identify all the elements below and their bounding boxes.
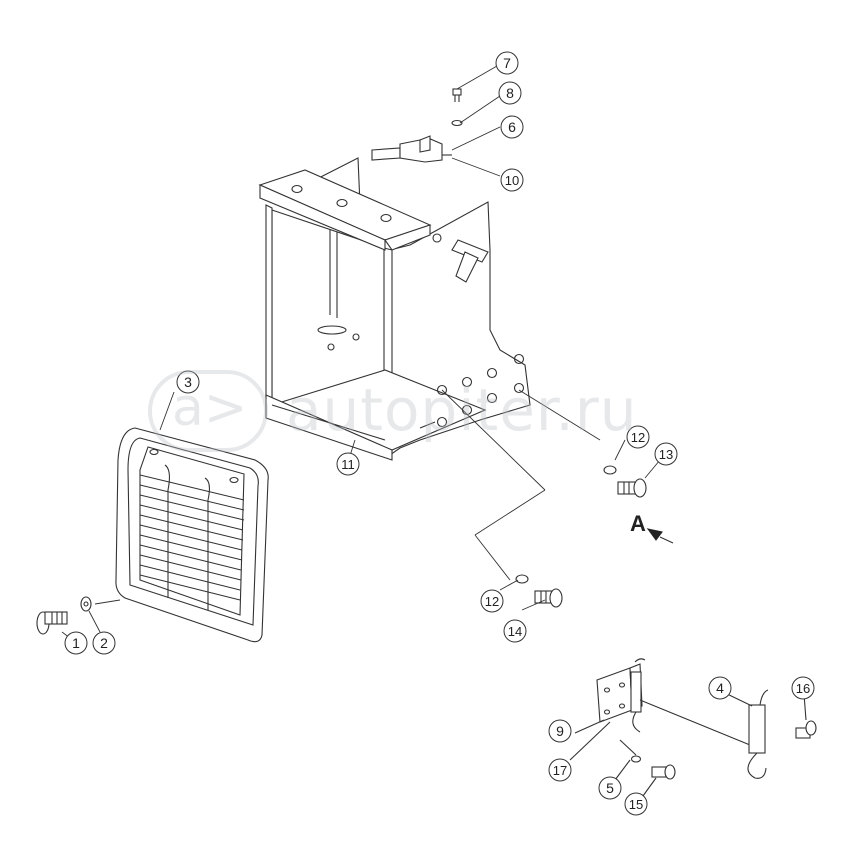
washer-12 [603, 465, 617, 475]
callout-label: 17 [553, 763, 567, 778]
view-arrow [646, 528, 674, 544]
callout-6: 6 [500, 115, 524, 139]
callout-label: 12 [631, 430, 645, 445]
callout-2: 2 [92, 631, 116, 655]
callout-label: 5 [606, 780, 614, 796]
callout-circle [548, 719, 572, 743]
watermark-logo-icon: a> [148, 370, 268, 452]
watermark: a> autopiter.ru [148, 370, 713, 480]
callout-label: 7 [503, 55, 511, 71]
callout-17: 17 [548, 758, 572, 782]
mounting-bracket [371, 88, 463, 163]
callout-label: 8 [506, 85, 514, 101]
callout-circle [495, 51, 519, 75]
callout-circle [336, 452, 360, 476]
callout-circle [654, 442, 678, 466]
callout-label: 10 [505, 173, 519, 188]
callout-7: 7 [495, 51, 519, 75]
callout-circle [498, 81, 522, 105]
radiator-frame [258, 157, 531, 461]
bolt-14 [534, 588, 563, 608]
bolt-13 [617, 478, 647, 498]
callout-circle [64, 631, 88, 655]
callout-label: 1 [72, 635, 80, 651]
callout-12b: 12 [480, 589, 504, 613]
callout-label: 9 [556, 723, 564, 739]
callout-16: 16 [791, 676, 815, 700]
bolt-1 [36, 611, 68, 635]
callout-label: 15 [629, 797, 643, 812]
callout-circle [791, 676, 815, 700]
callout-11: 11 [336, 452, 360, 476]
callout-circle [500, 115, 524, 139]
watermark-text: autopiter.ru [286, 376, 638, 444]
callout-circle [500, 168, 524, 192]
callout-12a: 12 [626, 425, 650, 449]
callout-14: 14 [503, 619, 527, 643]
callout-1: 1 [64, 631, 88, 655]
washer-2 [80, 596, 92, 612]
callout-15: 15 [624, 792, 648, 816]
washer-12-lower [515, 574, 529, 584]
callout-circle [626, 425, 650, 449]
callout-label: 6 [508, 119, 516, 135]
view-label: A [630, 511, 646, 536]
callout-4: 4 [708, 676, 732, 700]
callout-13: 13 [654, 442, 678, 466]
callout-5: 5 [598, 776, 622, 800]
callout-circle [548, 758, 572, 782]
callout-9: 9 [548, 719, 572, 743]
callout-circle [480, 589, 504, 613]
callout-label: 11 [341, 457, 355, 472]
callout-label: 14 [508, 624, 522, 639]
callout-8: 8 [498, 81, 522, 105]
callout-circle [92, 631, 116, 655]
callout-circle [624, 792, 648, 816]
callout-10: 10 [500, 168, 524, 192]
leader-lines [61, 65, 661, 639]
callout-circle [598, 776, 622, 800]
callout-label: 12 [485, 594, 499, 609]
callout-label: 2 [100, 635, 108, 651]
callout-label: 4 [716, 680, 724, 696]
callout-circle [503, 619, 527, 643]
callout-circle [708, 676, 732, 700]
radiator-grille [115, 427, 269, 643]
callout-label: 16 [796, 681, 810, 696]
callout-label: 13 [659, 447, 673, 462]
